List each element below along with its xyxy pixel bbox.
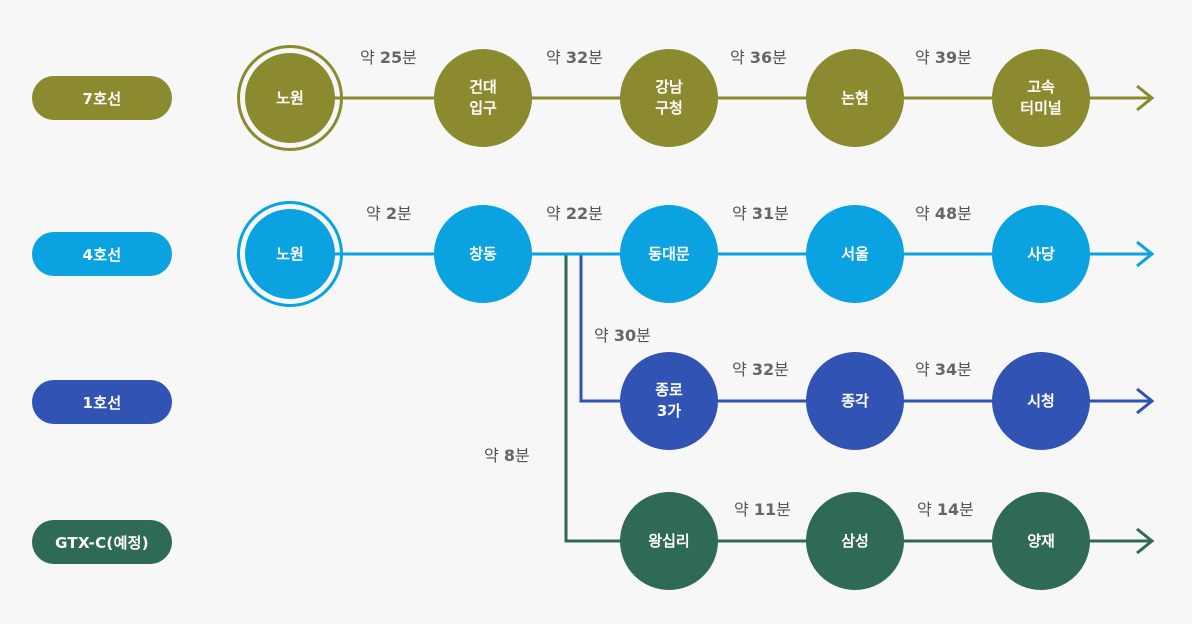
station-line7-gangnam-gu: 강남 구청: [620, 49, 718, 147]
line4-arrow: [1136, 240, 1155, 268]
travel-time: 약 32분: [546, 48, 603, 67]
travel-time: 약 25분: [360, 48, 417, 67]
station-gtxc-yangjae: 양재: [992, 492, 1090, 590]
travel-time: 약 32분: [732, 360, 789, 379]
station-line4-changdong: 창동: [434, 205, 532, 303]
station-gtxc-samseong: 삼성: [806, 492, 904, 590]
travel-time: 약 22분: [546, 204, 603, 223]
line1-arrow: [1136, 387, 1155, 415]
gtxc-arrow: [1136, 527, 1155, 555]
station-line7-express-terminal: 고속 터미널: [992, 49, 1090, 147]
line1-label: 1호선: [32, 380, 172, 424]
travel-time: 약 34분: [915, 360, 972, 379]
line7-arrow: [1136, 84, 1155, 112]
station-line4-sadang: 사당: [992, 205, 1090, 303]
station-line4-seoul: 서울: [806, 205, 904, 303]
travel-time: 약 11분: [734, 500, 791, 519]
station-line7-konkuk: 건대 입구: [434, 49, 532, 147]
gtxc-track: [564, 254, 1150, 543]
station-line1-cityhall: 시청: [992, 352, 1090, 450]
travel-time: 약 31분: [732, 204, 789, 223]
travel-time: 약 8분: [484, 446, 530, 465]
gtxc-label: GTX-C(예정): [32, 520, 172, 564]
line4-label: 4호선: [32, 232, 172, 276]
travel-time: 약 36분: [730, 48, 787, 67]
travel-time: 약 48분: [915, 204, 972, 223]
station-line4-nowon: 노원: [237, 201, 343, 307]
travel-time: 약 39분: [915, 48, 972, 67]
travel-time: 약 30분: [594, 326, 651, 345]
travel-time: 약 2분: [366, 204, 412, 223]
station-line4-dongdaemun: 동대문: [620, 205, 718, 303]
line7-label: 7호선: [32, 76, 172, 120]
station-line7-nonhyeon: 논현: [806, 49, 904, 147]
travel-time: 약 14분: [917, 500, 974, 519]
line1-track: [579, 254, 1150, 403]
station-line1-jonggak: 종각: [806, 352, 904, 450]
station-line1-jongno3ga: 종로 3가: [620, 352, 718, 450]
station-gtxc-wangsimni: 왕십리: [620, 492, 718, 590]
station-line7-nowon: 노원: [237, 45, 343, 151]
